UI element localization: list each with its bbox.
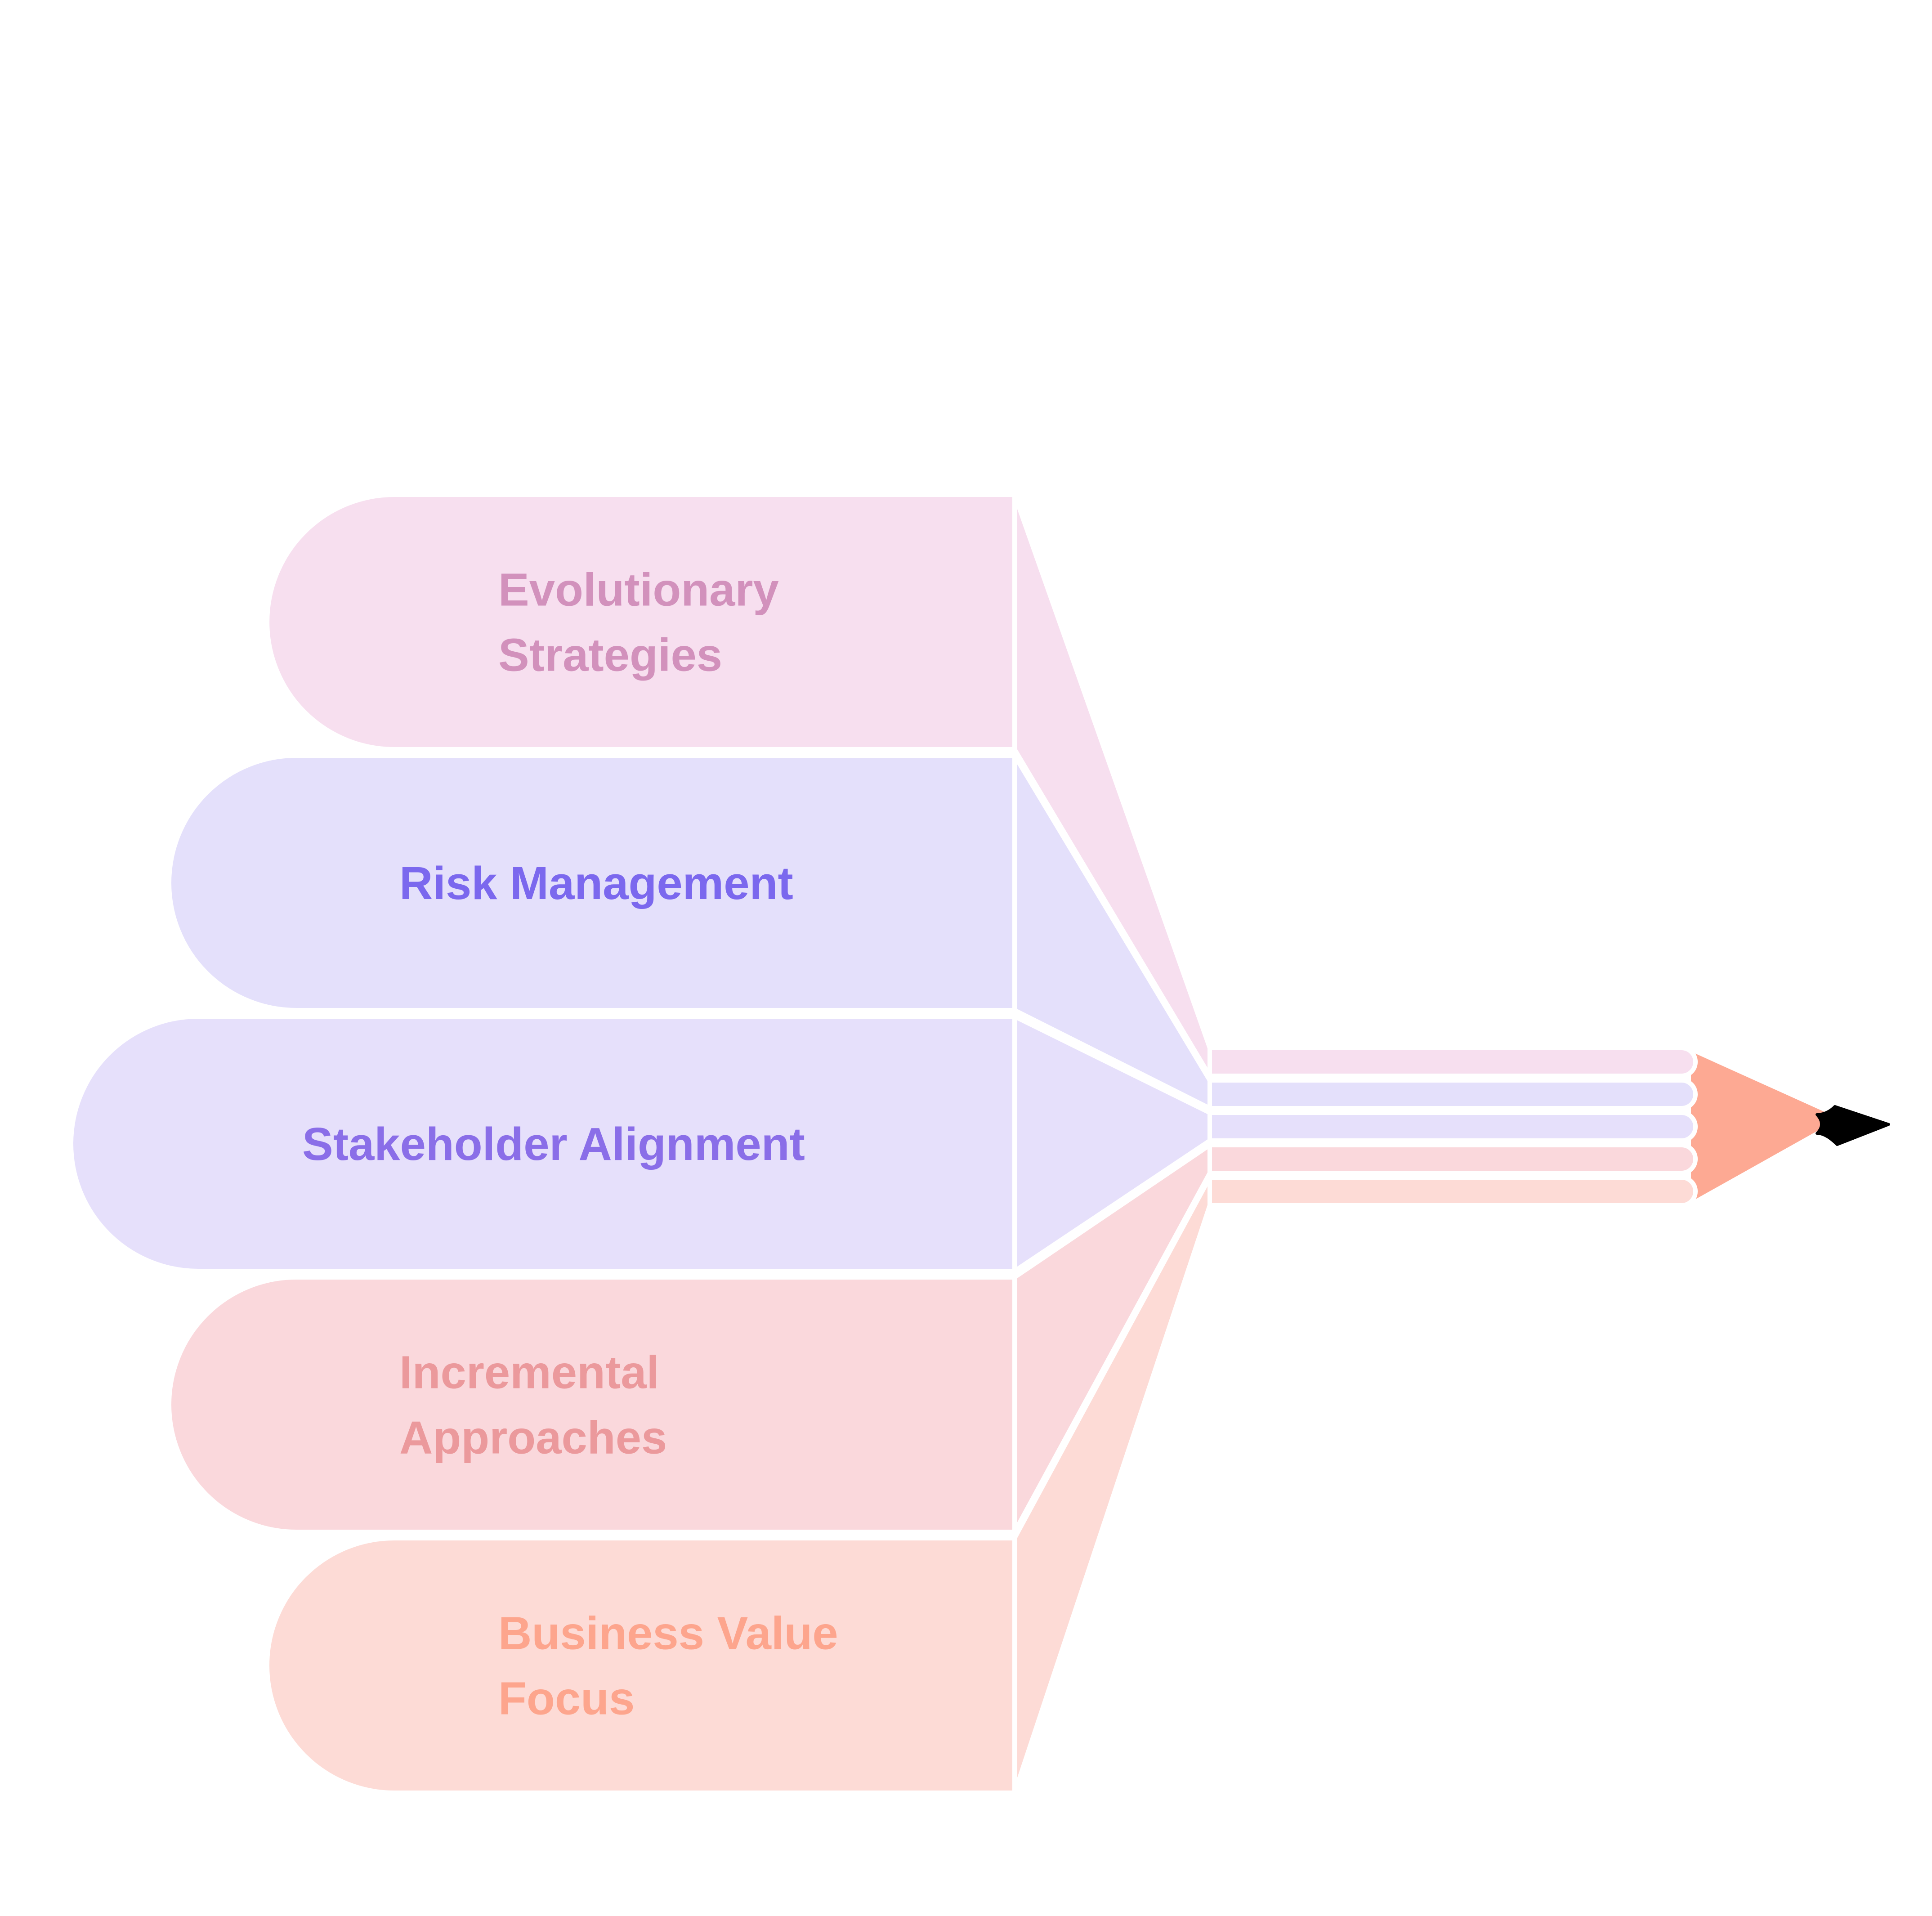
label-tab xyxy=(265,1536,1017,1795)
tab-label: Risk Management xyxy=(399,857,793,909)
pencil-body-strip xyxy=(1208,1175,1698,1208)
tab-label-line: Evolutionary xyxy=(498,564,779,616)
tab-label-line: Focus xyxy=(498,1673,635,1724)
label-tab xyxy=(69,1014,1017,1273)
pencil-cone xyxy=(1691,1052,1839,1202)
tab-label: Stakeholder Alignment xyxy=(302,1118,805,1170)
tab-label-line: Strategies xyxy=(498,629,722,681)
pencil-graphic xyxy=(1208,1046,1890,1208)
pencil-body-strip xyxy=(1208,1110,1698,1143)
tab-label-line: Approaches xyxy=(399,1412,667,1464)
tab-label-line: Risk Management xyxy=(399,857,793,909)
label-tab-group xyxy=(69,492,1017,1795)
tab-label-line: Stakeholder Alignment xyxy=(302,1118,805,1170)
tab-label-line: Business Value xyxy=(498,1607,838,1659)
pencil-body-strip xyxy=(1208,1046,1698,1078)
tab-label-line: Incremental xyxy=(399,1347,659,1398)
pencil-body-strip xyxy=(1208,1078,1698,1110)
pencil-body-strip xyxy=(1208,1143,1698,1175)
pencil-lead-tip xyxy=(1816,1105,1890,1146)
label-tab xyxy=(167,1275,1017,1534)
connector-group xyxy=(1012,492,1212,1795)
label-tab xyxy=(167,753,1017,1012)
label-tab xyxy=(265,492,1017,752)
